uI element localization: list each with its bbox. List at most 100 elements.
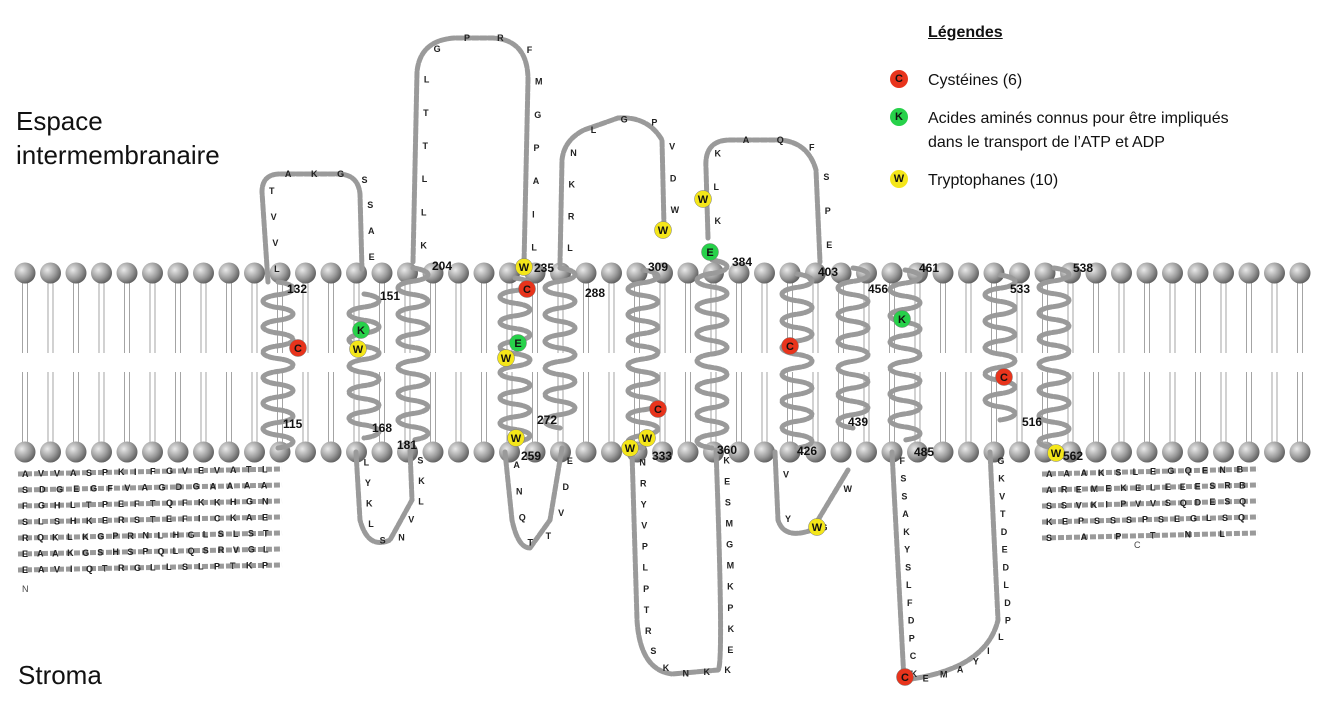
lipid-head [830,262,852,284]
residue-letter: T [150,499,156,509]
residue-letter: K [714,148,721,158]
residue-letter: T [269,186,275,196]
residue-letter: L [158,530,164,540]
tryptophan-marker-letter: W [658,225,669,237]
lipid-head [1264,262,1285,284]
residue-letter: N [570,148,577,158]
residue-letter: S [417,455,423,465]
residue-letter: M [1091,484,1099,494]
lipid-tails [22,273,1303,452]
lipid-head [320,262,342,284]
residue-letter: E [1165,482,1171,492]
residue-letter: S [248,529,254,539]
helix-backbone [395,265,431,443]
residue-letter: L [150,563,156,573]
tryptophan-marker-letter: W [1051,448,1062,460]
tryptophan-marker [349,340,367,358]
position-number: 461 [919,261,939,275]
cysteine-marker-icon: C [890,70,908,88]
residue-letter: D [1002,562,1009,572]
helix-backbone [1036,265,1072,451]
residue-letter: S [1046,533,1052,543]
lipid-head [371,262,393,284]
residue-letter: K [86,516,93,526]
residue-letter: L [531,242,537,252]
lipid-head [14,262,36,284]
residue-letter: A [1063,469,1070,479]
residue-letter: L [1003,580,1009,590]
residue-letter: K [663,663,670,673]
residue-letter: V [38,469,44,479]
residue-letter: E [1105,484,1111,494]
residue-letter: S [367,200,373,210]
lipid-head [1111,441,1132,463]
stroma-label: Stroma [18,660,102,690]
residue-letter: E [1076,484,1082,494]
lipid-head [65,441,87,463]
residue-letter: P [214,561,220,571]
position-number: 333 [652,449,672,463]
legend-title: Légendes [928,24,1003,41]
lipid-head [1136,262,1158,284]
transport-residue-marker [893,310,911,328]
residue-letter: I [987,646,990,656]
residue-letter: G [159,482,166,492]
residue-letter: P [1078,516,1084,526]
residue-letter: S [134,515,140,525]
residue-letter: G [726,540,733,550]
residue-letter: T [150,515,156,525]
residue-letter: A [244,481,251,491]
residue-letter: V [999,491,1005,501]
residue-letter: N [516,486,523,496]
position-number: 204 [432,259,452,273]
residue-letter: F [899,456,905,466]
residue-letter: P [142,547,148,557]
residue-letter: K [118,467,125,477]
tryptophan-marker [654,221,672,239]
lipid-head [779,441,801,463]
lipid-head [958,441,979,463]
transport-residue-marker [352,321,370,339]
residue-letter: A [261,480,268,490]
residue-letter: Q [777,135,784,145]
residue-letter: L [274,264,280,274]
residue-letter: T [1150,531,1156,541]
residue-letter: S [22,485,28,495]
residue-letter: M [535,77,543,87]
residue-letter: Q [158,546,165,556]
residue-letter: L [714,182,720,192]
residue-letter: S [1165,498,1171,508]
lipid-head [295,441,316,463]
residue-letter: D [1004,598,1011,608]
residue-letter: S [362,175,368,185]
lipid-head [167,262,189,284]
n-terminal-backbone [17,530,283,541]
n-terminus-label: N [22,584,29,594]
residue-letter: R [118,515,125,525]
tryptophan-marker-letter: W [642,433,653,445]
residue-letter: G [621,115,628,125]
residue-letter: A [533,176,540,186]
position-number: 235 [534,261,554,275]
residue-letter: P [1120,499,1126,509]
residue-letter: B [1237,464,1244,474]
lipid-head [575,441,597,463]
residue-letter: L [642,563,648,573]
residue-letter: L [567,243,573,253]
residue-letter: A [227,481,234,491]
residue-letter: V [54,564,60,574]
residue-letter: N [262,496,269,506]
tryptophan-marker [808,518,826,536]
helix-backbone [982,272,1018,423]
lipid-head [677,262,699,284]
lipid-head [932,441,954,463]
residue-letter: H [54,500,61,510]
helix-backbone [694,257,730,451]
residue-letter: R [218,545,225,555]
residue-letter: F [22,501,28,511]
residue-letter: G [434,44,441,54]
lipid-head [728,441,750,463]
residue-letter: T [644,605,650,615]
tryptophan-marker-icon: W [890,170,908,188]
